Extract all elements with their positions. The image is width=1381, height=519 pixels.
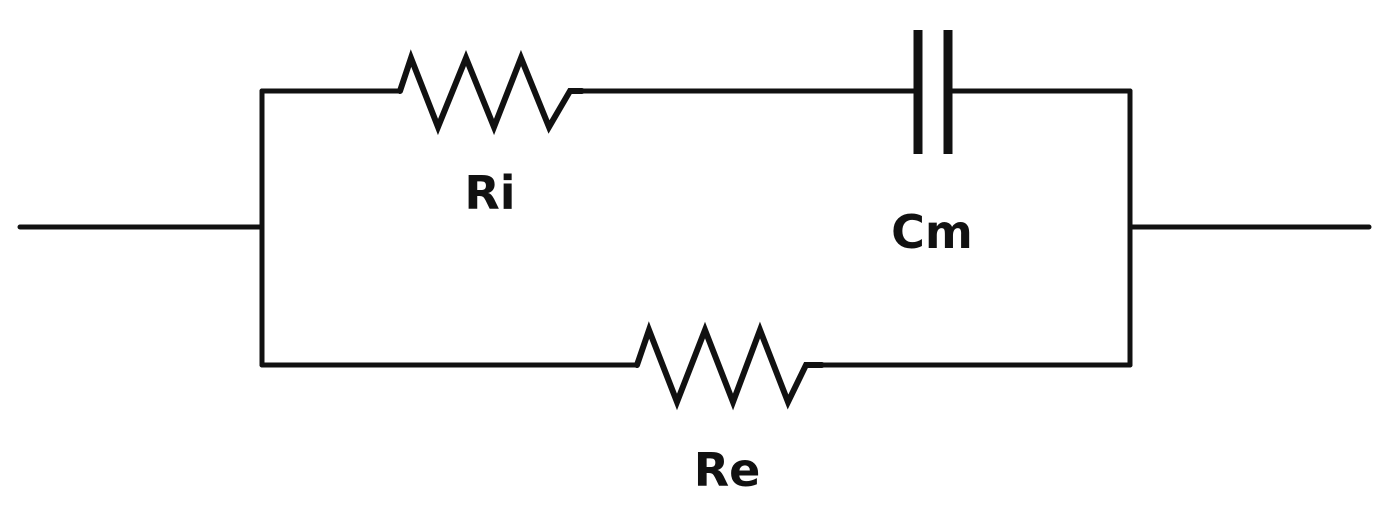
label-ri: Ri — [464, 166, 515, 220]
label-cm: Cm — [891, 205, 973, 259]
resistor-ri — [397, 49, 585, 136]
capacitor-cm — [913, 30, 953, 154]
label-re: Re — [694, 443, 761, 497]
resistor-re — [634, 321, 825, 411]
